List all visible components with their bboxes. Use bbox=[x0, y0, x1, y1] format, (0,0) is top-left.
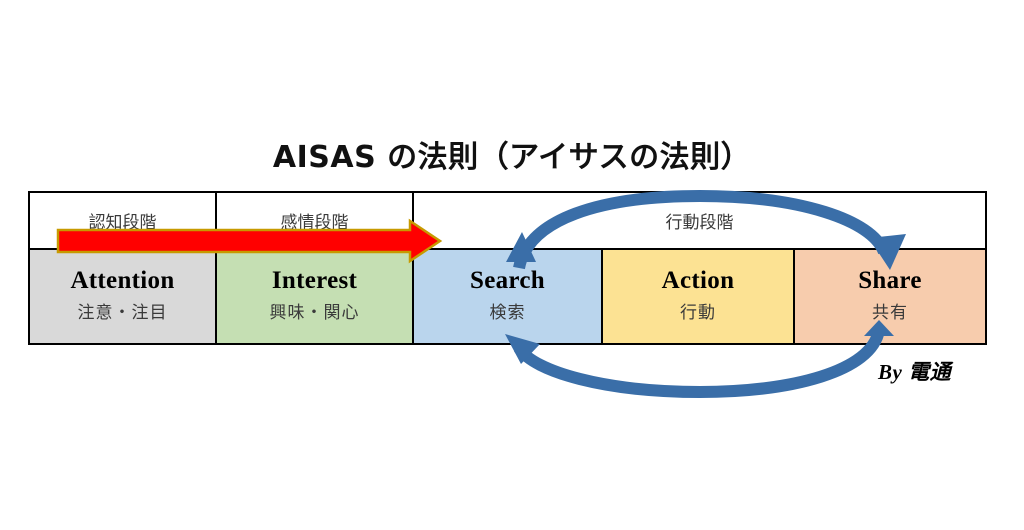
stage-header-behavior: 行動段階 bbox=[411, 191, 988, 250]
cell-search: Search 検索 bbox=[412, 248, 603, 345]
cell-search-en: Search bbox=[470, 267, 545, 295]
cell-attention: Attention 注意・注目 bbox=[28, 248, 217, 345]
cell-attention-jp: 注意・注目 bbox=[77, 302, 168, 323]
cell-share-jp: 共有 bbox=[872, 302, 908, 323]
cell-action: Action 行動 bbox=[601, 248, 795, 345]
cell-action-en: Action bbox=[661, 267, 735, 295]
cell-share: Share 共有 bbox=[792, 248, 988, 345]
cell-interest: Interest 興味・関心 bbox=[215, 248, 414, 345]
byline-attribution: By 電通 bbox=[878, 360, 952, 384]
stage-header-row: 認知段階 感情段階 行動段階 bbox=[28, 191, 988, 250]
aisas-cell-row: Attention 注意・注目 Interest 興味・関心 Search 検索… bbox=[28, 248, 988, 345]
cell-action-jp: 行動 bbox=[680, 302, 716, 323]
stage-header-emotion: 感情段階 bbox=[215, 191, 414, 250]
aisas-table: 認知段階 感情段階 行動段階 Attention 注意・注目 Interest … bbox=[28, 191, 988, 345]
stage-header-behavior-label: 行動段階 bbox=[665, 213, 734, 233]
stage-header-cognition: 認知段階 bbox=[28, 191, 217, 250]
stage-header-cognition-label: 認知段階 bbox=[88, 213, 157, 233]
stage-header-emotion-label: 感情段階 bbox=[280, 213, 349, 233]
page-title: AISAS の法則（アイサスの法則） bbox=[272, 140, 752, 175]
cell-interest-en: Interest bbox=[271, 267, 358, 295]
cell-interest-jp: 興味・関心 bbox=[269, 302, 360, 323]
cell-share-en: Share bbox=[858, 267, 922, 295]
cell-attention-en: Attention bbox=[70, 267, 175, 295]
cell-search-jp: 検索 bbox=[489, 302, 526, 323]
